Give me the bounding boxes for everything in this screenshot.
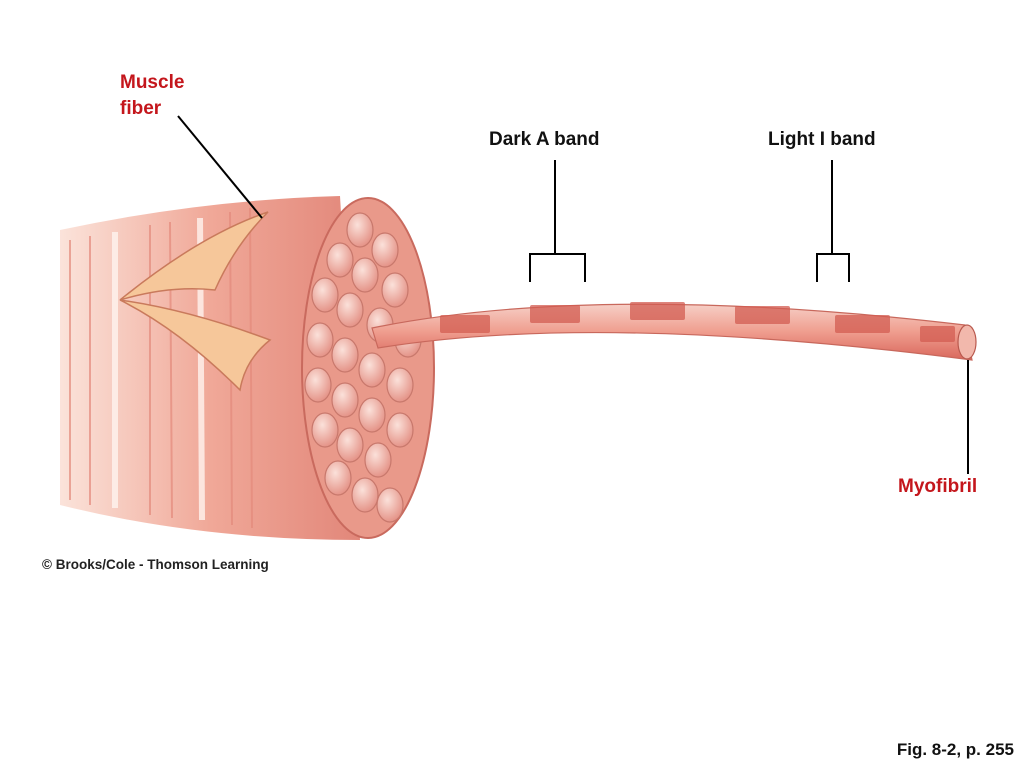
muscle-fiber-bundle — [60, 196, 435, 540]
dark-a-band-bracket — [529, 160, 586, 282]
figure-reference: Fig. 8-2, p. 255 — [896, 740, 1014, 759]
copyright-notice: © Brooks/Cole - Thomson Learning — [42, 557, 269, 572]
muscle-fiber-label: Muscle fiber — [120, 72, 185, 119]
light-i-band-bracket — [816, 160, 850, 282]
light-i-band-label: Light I band — [768, 129, 876, 150]
myofibril-tube — [371, 302, 977, 361]
dark-a-band-label: Dark A band — [489, 129, 600, 150]
myofibril-label: Myofibril — [898, 476, 978, 497]
muscle-fiber-leader — [177, 115, 263, 219]
